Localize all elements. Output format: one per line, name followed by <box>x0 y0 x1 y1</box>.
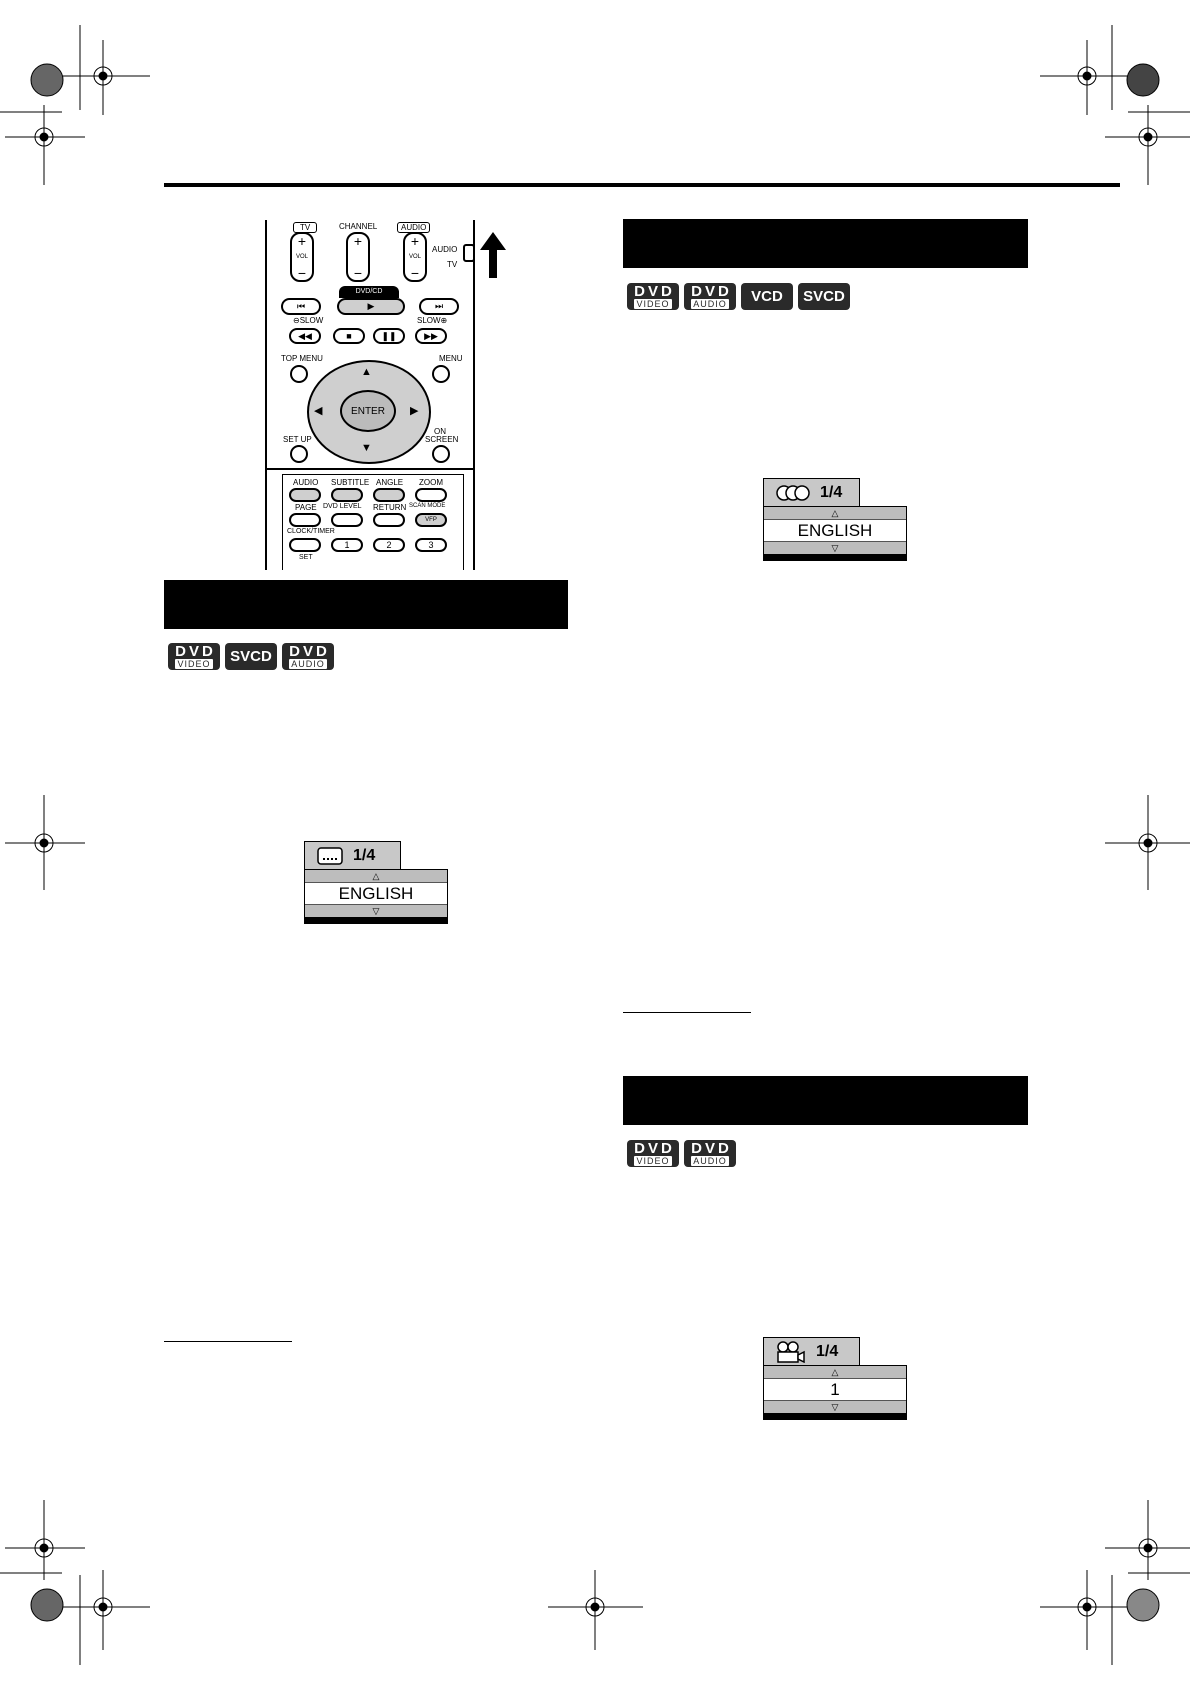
prev-button[interactable]: ⏮ <box>281 298 321 315</box>
badge-dvd-video: DVD VIDEO <box>168 643 220 670</box>
audio-tv-switch[interactable] <box>463 244 473 262</box>
on-screen-label: ON SCREEN <box>425 427 459 444</box>
pause-button[interactable]: ❚❚ <box>373 328 405 344</box>
osd-down-arrow: ▽ <box>372 905 380 916</box>
subtitle-osd: 1/4 △ ENGLISH ▽ <box>304 841 448 924</box>
angle-osd: 1/4 △ 1 ▽ <box>763 1337 907 1420</box>
badge-svcd: SVCD <box>798 283 850 310</box>
angle-disc-badges: DVD VIDEO DVD AUDIO <box>627 1140 736 1167</box>
down-arrow[interactable]: ▼ <box>361 442 372 454</box>
enter-button[interactable]: ENTER <box>340 390 396 432</box>
page-button[interactable] <box>289 513 321 527</box>
rewind-button[interactable]: ◀◀ <box>289 328 321 344</box>
fast-forward-button[interactable]: ▶▶ <box>415 328 447 344</box>
stop-button[interactable]: ■ <box>333 328 365 344</box>
audio-disc-badges: DVD VIDEO DVD AUDIO VCD SVCD <box>627 283 850 310</box>
angle-osd-tab: 1/4 <box>763 1337 860 1365</box>
set-label: SET <box>299 554 313 561</box>
clock-timer-button[interactable] <box>289 538 321 552</box>
badge-dvd-audio: DVD AUDIO <box>282 643 334 670</box>
badge-dvd-video: DVD VIDEO <box>627 283 679 310</box>
return-label: RETURN <box>373 503 407 512</box>
channel-label: CHANNEL <box>339 222 378 231</box>
badge-dvd-audio: DVD AUDIO <box>684 283 736 310</box>
digit-1-button[interactable]: 1 <box>331 538 363 552</box>
subtitle-disc-badges: DVD VIDEO SVCD DVD AUDIO <box>168 643 334 670</box>
subtitle-value: ENGLISH <box>305 882 447 905</box>
slow-left-label: ⊖SLOW <box>293 316 324 325</box>
osd-down-arrow: ▽ <box>831 1401 839 1412</box>
dvdcd-label: DVD/CD <box>339 286 399 298</box>
remote-control-illustration: TV CHANNEL AUDIO +VOL− +− +VOL− AUDIO TV… <box>265 220 475 570</box>
angle-button[interactable] <box>373 488 405 502</box>
digit-2-button[interactable]: 2 <box>373 538 405 552</box>
camera-icon <box>777 1340 805 1363</box>
badge-dvd-audio: DVD AUDIO <box>684 1140 736 1167</box>
left-arrow[interactable]: ◀ <box>314 405 323 417</box>
setup-label: SET UP <box>283 435 312 444</box>
zoom-button-label: ZOOM <box>419 478 443 487</box>
menu-button[interactable] <box>432 365 450 383</box>
up-arrow[interactable]: ▲ <box>361 366 372 378</box>
angle-counter: 1/4 <box>816 1342 839 1360</box>
top-menu-button[interactable] <box>290 365 308 383</box>
scan-mode-label: SCAN MODE <box>409 503 446 509</box>
top-menu-label: TOP MENU <box>281 354 323 363</box>
audio-icon <box>776 484 810 501</box>
audio-section-header <box>623 219 1028 268</box>
header-rule <box>164 183 1120 187</box>
switch-tv-label: TV <box>447 260 458 269</box>
dvd-level-button[interactable] <box>331 513 363 527</box>
vfp-button[interactable]: VFP <box>415 513 447 527</box>
angle-section-header <box>623 1076 1028 1125</box>
switch-audio-label: AUDIO <box>432 245 458 254</box>
function-panel <box>282 474 464 570</box>
audio-button-label: AUDIO <box>293 478 319 487</box>
badge-dvd-video: DVD VIDEO <box>627 1140 679 1167</box>
note-rule-right <box>623 1012 751 1013</box>
zoom-button[interactable] <box>415 488 447 502</box>
subtitle-button[interactable] <box>331 488 363 502</box>
subtitle-section-header <box>164 580 568 629</box>
right-arrow[interactable]: ▶ <box>410 405 419 417</box>
audio-osd-tab: 1/4 <box>763 478 860 506</box>
next-button[interactable]: ⏭ <box>419 298 459 315</box>
dvd-level-label: DVD LEVEL <box>323 503 362 510</box>
subtitle-icon <box>317 846 343 865</box>
subtitle-counter: 1/4 <box>353 846 376 864</box>
page-button-label: PAGE <box>295 503 317 512</box>
play-button[interactable]: ▶ <box>337 298 405 315</box>
osd-down-arrow: ▽ <box>831 542 839 553</box>
tv-vol-rocker[interactable]: +VOL− <box>290 232 314 282</box>
note-rule-left <box>164 1341 292 1342</box>
menu-label: MENU <box>439 354 463 363</box>
osd-up-arrow: △ <box>831 507 839 518</box>
channel-rocker[interactable]: +− <box>346 232 370 282</box>
audio-counter: 1/4 <box>820 483 843 501</box>
audio-vol-rocker[interactable]: +VOL− <box>403 232 427 282</box>
on-screen-button[interactable] <box>432 445 450 463</box>
subtitle-button-label: SUBTITLE <box>331 478 370 487</box>
audio-button[interactable] <box>289 488 321 502</box>
digit-3-button[interactable]: 3 <box>415 538 447 552</box>
osd-up-arrow: △ <box>372 870 380 881</box>
audio-value: ENGLISH <box>764 519 906 542</box>
badge-svcd: SVCD <box>225 643 277 670</box>
setup-button[interactable] <box>290 445 308 463</box>
clock-timer-label: CLOCK/TIMER <box>287 528 335 535</box>
angle-value: 1 <box>764 1378 906 1401</box>
remote-divider <box>267 468 473 470</box>
subtitle-osd-tab: 1/4 <box>304 841 401 869</box>
audio-osd: 1/4 △ ENGLISH ▽ <box>763 478 907 561</box>
slow-right-label: SLOW⊕ <box>417 316 448 325</box>
return-button[interactable] <box>373 513 405 527</box>
osd-up-arrow: △ <box>831 1366 839 1377</box>
up-arrow-indicator <box>480 232 506 278</box>
angle-button-label: ANGLE <box>376 478 404 487</box>
badge-vcd: VCD <box>741 283 793 310</box>
